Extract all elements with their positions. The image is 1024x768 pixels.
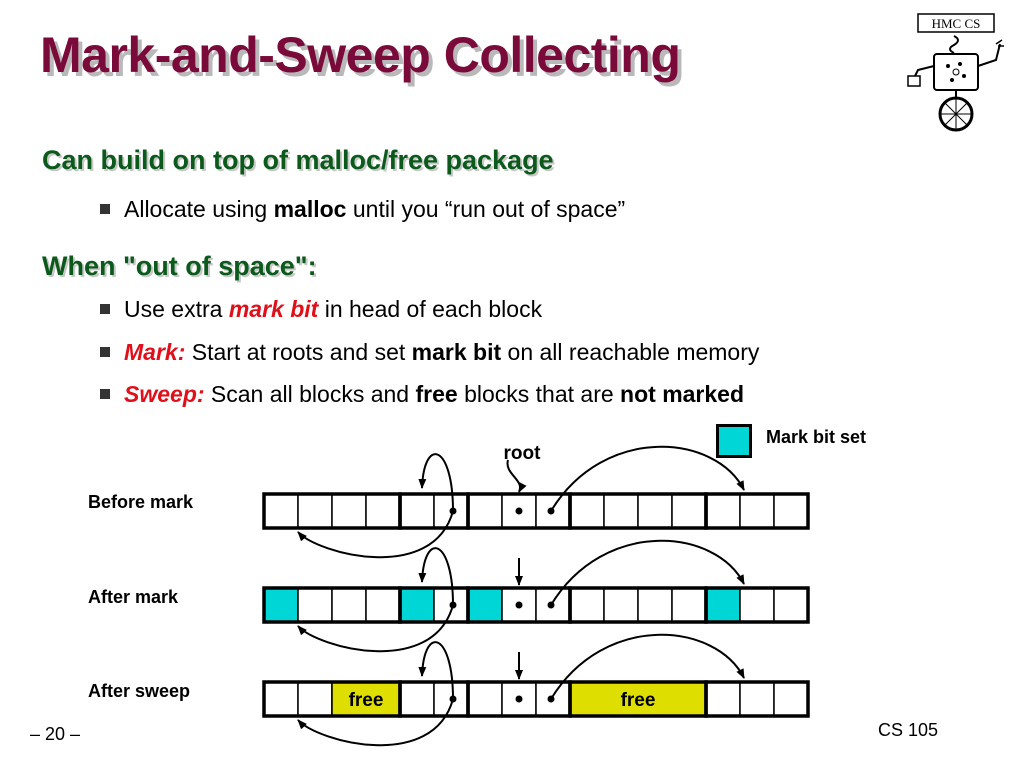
heap-cell bbox=[467, 681, 503, 717]
heap-cell bbox=[773, 493, 809, 529]
heap-cell bbox=[773, 587, 809, 623]
course-label: CS 105 bbox=[878, 720, 939, 740]
row-label-after-mark: After mark bbox=[88, 587, 179, 607]
bullet-text-part: Start at roots and set bbox=[185, 339, 412, 365]
pointer-arrow bbox=[418, 641, 454, 700]
heap-cell bbox=[399, 681, 435, 717]
row-label-after-sweep: After sweep bbox=[88, 681, 191, 701]
bullet-text-part: Scan all blocks and bbox=[204, 381, 416, 407]
heap-cell bbox=[637, 493, 673, 529]
pointer-arrow bbox=[550, 633, 745, 700]
pointer-arrow bbox=[297, 604, 454, 653]
heap-cell bbox=[365, 493, 401, 529]
heap-cell bbox=[569, 587, 605, 623]
bullet-text-part: on all reachable memory bbox=[501, 339, 760, 365]
pointer-arrow bbox=[297, 698, 454, 747]
bullet-square-icon bbox=[100, 346, 110, 357]
bullet-text-part: Use extra bbox=[124, 296, 229, 322]
heap-cell bbox=[739, 493, 775, 529]
heap-cell bbox=[297, 681, 333, 717]
heap-cell bbox=[569, 493, 605, 529]
bullet-text-part: mark bit bbox=[411, 339, 502, 365]
bullet-text-part: Allocate using bbox=[124, 196, 274, 222]
heap-cell bbox=[637, 587, 673, 623]
free-label: free bbox=[349, 690, 384, 711]
pointer-dot bbox=[515, 507, 523, 515]
heap-cell bbox=[773, 681, 809, 717]
heap-cell bbox=[331, 493, 367, 529]
heap-block-border bbox=[704, 492, 810, 530]
bullet-text-part: Sweep: bbox=[124, 381, 205, 407]
heap-cell bbox=[297, 493, 333, 529]
logo-text: HMC CS bbox=[932, 16, 981, 31]
heap-block-border bbox=[704, 680, 810, 718]
mark-bit-legend-swatch bbox=[716, 424, 752, 458]
bullet-text-part: not marked bbox=[620, 381, 745, 407]
bullet-mark-bit: Use extra mark bit in head of each block bbox=[100, 296, 542, 323]
bullet-text-part: mark bit bbox=[228, 296, 319, 322]
heap-cell bbox=[739, 681, 775, 717]
bullet-mark: Mark: Start at roots and set mark bit on… bbox=[100, 339, 759, 366]
heap-cell bbox=[603, 587, 639, 623]
section-heading-malloc: Can build on top of malloc/free package bbox=[42, 145, 554, 175]
pointer-dot bbox=[515, 601, 523, 609]
heap-cell bbox=[467, 587, 503, 623]
pointer-arrow bbox=[297, 510, 454, 559]
root-label: root bbox=[504, 443, 542, 464]
bullet-square-icon bbox=[100, 388, 110, 399]
row-label-before-mark: Before mark bbox=[88, 492, 194, 512]
heap-cell bbox=[671, 493, 707, 529]
heap-cell bbox=[603, 493, 639, 529]
bullet-text-part: Mark: bbox=[124, 339, 186, 365]
pointer-arrow bbox=[550, 539, 745, 606]
heap-block-border bbox=[704, 586, 810, 624]
pointer-arrow bbox=[418, 547, 454, 606]
heap-cell bbox=[263, 587, 299, 623]
hmc-robot-logo-icon: HMC CS bbox=[907, 13, 1004, 132]
bullet-text-part: in head of each block bbox=[318, 296, 543, 322]
bullet-text-part: free bbox=[415, 381, 458, 407]
heap-cell bbox=[365, 587, 401, 623]
bullet-text-part: blocks that are bbox=[457, 381, 621, 407]
heap-cell bbox=[705, 587, 741, 623]
pointer-arrow bbox=[550, 445, 745, 512]
slide-title: Mark-and-Sweep Collecting bbox=[40, 27, 681, 83]
legend-label: Mark bit set bbox=[766, 427, 867, 447]
pointer-arrow bbox=[418, 453, 454, 512]
bullet-square-icon bbox=[100, 203, 110, 214]
bullet-text-part: malloc bbox=[273, 196, 347, 222]
root-arrow bbox=[506, 459, 527, 493]
heap-cell bbox=[739, 587, 775, 623]
heap-cell bbox=[263, 681, 299, 717]
heap-cell bbox=[705, 493, 741, 529]
heap-cell bbox=[297, 587, 333, 623]
section-heading-out-of-space: When "out of space": bbox=[42, 251, 317, 281]
heap-cell bbox=[263, 493, 299, 529]
page-number: – 20 – bbox=[30, 724, 81, 744]
heap-cell bbox=[671, 587, 707, 623]
free-label: free bbox=[621, 690, 656, 711]
bullet-square-icon bbox=[100, 303, 110, 314]
free-block bbox=[569, 681, 707, 717]
heap-cell bbox=[467, 493, 503, 529]
bullet-sweep: Sweep: Scan all blocks and free blocks t… bbox=[100, 381, 744, 408]
heap-cell bbox=[331, 587, 367, 623]
heap-cell bbox=[399, 587, 435, 623]
bullet-allocate: Allocate using malloc until you “run out… bbox=[100, 196, 625, 223]
heap-cell bbox=[705, 681, 741, 717]
pointer-dot bbox=[515, 695, 523, 703]
heap-cell bbox=[399, 493, 435, 529]
bullet-text-part: until you “run out of space” bbox=[346, 196, 626, 222]
free-block bbox=[331, 681, 401, 717]
